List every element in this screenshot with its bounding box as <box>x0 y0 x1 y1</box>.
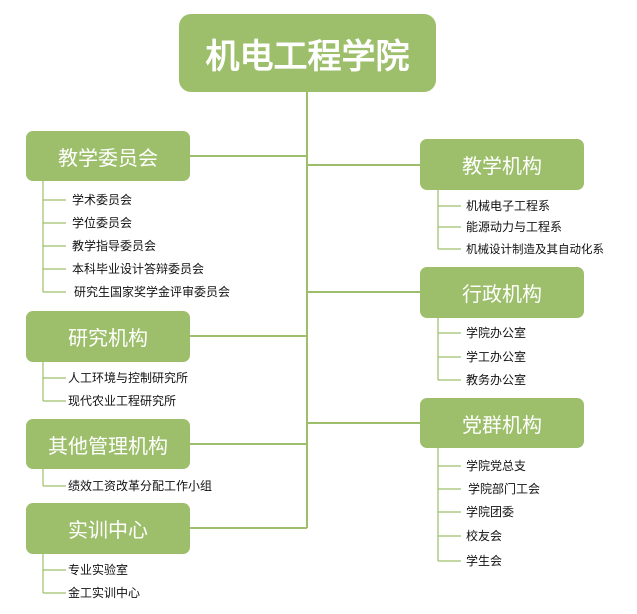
sub-item: 校友会 <box>466 529 503 543</box>
category-label: 教学委员会 <box>58 145 158 170</box>
sub-item: 学院团委 <box>466 505 515 519</box>
root-node: 机电工程学院 <box>179 14 436 92</box>
sub-item: 能源动力与工程系 <box>466 220 563 234</box>
category-label: 行政机构 <box>462 282 542 306</box>
sub-item: 本科毕业设计答辩委员会 <box>72 262 205 276</box>
category-label: 教学机构 <box>462 154 542 178</box>
sub-item: 机械电子工程系 <box>466 199 551 213</box>
category-label: 研究机构 <box>68 326 148 350</box>
category-box: 党群机构 <box>420 398 584 448</box>
sub-item: 现代农业工程研究所 <box>68 394 177 408</box>
sub-item: 人工环境与控制研究所 <box>68 371 189 385</box>
sub-item: 学院党总支 <box>466 459 527 473</box>
category-box: 教学机构 <box>420 139 584 190</box>
category-box: 行政机构 <box>420 267 584 318</box>
sub-item: 学生会 <box>466 554 503 568</box>
category-box: 其他管理机构 <box>26 419 190 469</box>
category-label: 其他管理机构 <box>48 433 168 458</box>
sub-item: 学位委员会 <box>72 216 133 230</box>
sub-item: 研究生国家奖学金评审委员会 <box>74 285 231 299</box>
sub-item: 学院办公室 <box>466 326 527 340</box>
category-box: 教学委员会 <box>26 131 190 181</box>
sub-item: 金工实训中心 <box>68 586 141 600</box>
sub-item: 专业实验室 <box>68 563 129 577</box>
category-box: 实训中心 <box>26 503 190 554</box>
sub-item: 学工办公室 <box>466 350 527 364</box>
root-title: 机电工程学院 <box>205 36 410 77</box>
category-box: 研究机构 <box>26 311 190 362</box>
sub-item: 绩效工资改革分配工作小组 <box>68 479 213 493</box>
sub-item: 教务办公室 <box>466 373 527 387</box>
category-label: 实训中心 <box>68 518 148 542</box>
sub-item: 学院部门工会 <box>468 482 541 496</box>
sub-item: 学术委员会 <box>72 193 133 207</box>
category-label: 党群机构 <box>462 412 542 437</box>
sub-item: 教学指导委员会 <box>72 239 157 253</box>
sub-item: 机械设计制造及其自动化系 <box>466 242 604 256</box>
